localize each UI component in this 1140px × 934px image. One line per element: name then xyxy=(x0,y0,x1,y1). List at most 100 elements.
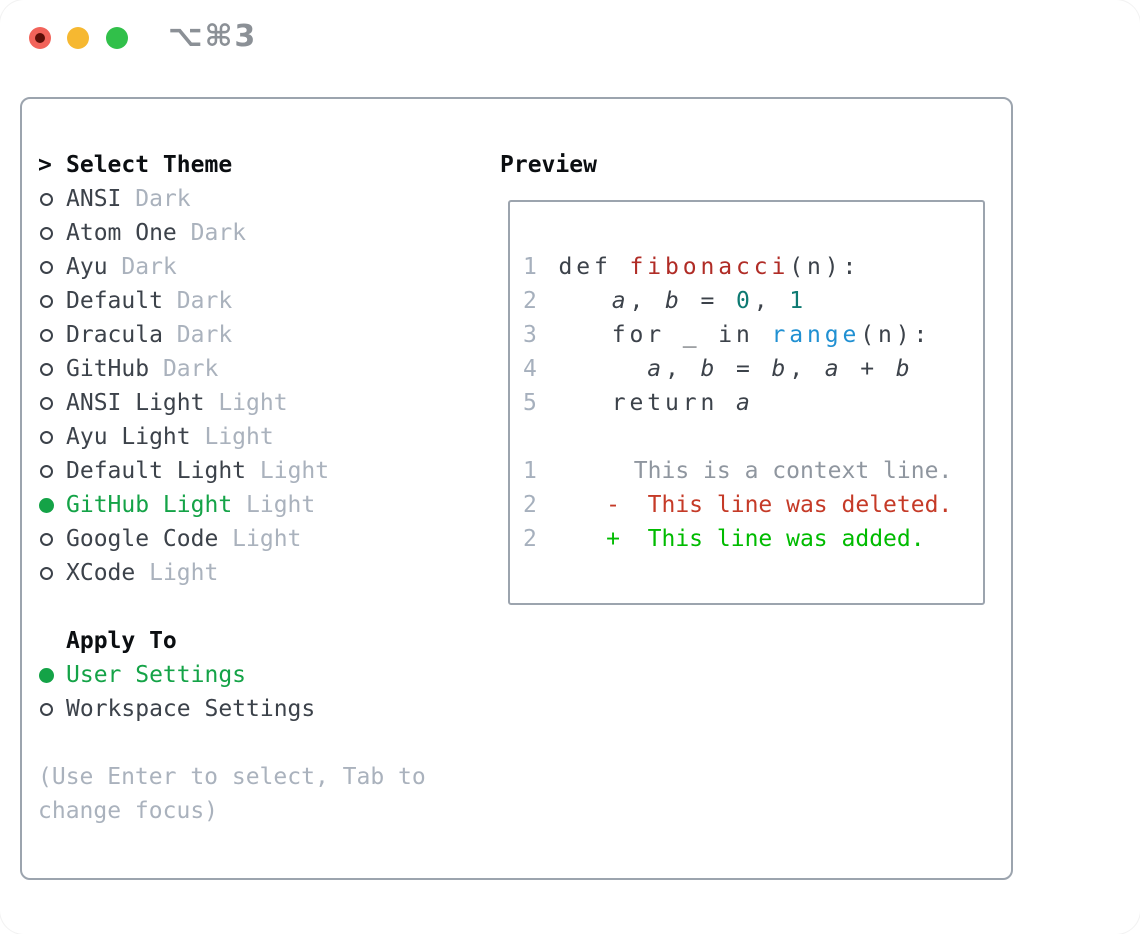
theme-option-xcode[interactable]: XCode Light xyxy=(38,556,426,590)
radio-icon xyxy=(38,464,66,478)
radio-selected-icon xyxy=(38,667,66,683)
diff-line-del: 2 - This line was deleted. xyxy=(523,488,983,522)
theme-name: Atom One xyxy=(66,220,191,246)
diff-text: - This line was deleted. xyxy=(536,492,953,518)
spacer xyxy=(38,726,426,760)
theme-option-ansi[interactable]: ANSI Dark xyxy=(38,182,426,216)
apply-to-title: Apply To xyxy=(66,628,177,654)
code-token: a xyxy=(824,356,843,382)
code-line-2: 2 a, b = 0, 1 xyxy=(523,284,983,318)
theme-name: XCode xyxy=(66,560,150,586)
select-theme-header: > Select Theme xyxy=(38,148,426,182)
theme-variant: Dark xyxy=(135,186,191,212)
theme-variant: Light xyxy=(232,526,302,552)
theme-name: Ayu xyxy=(66,254,122,280)
code-token: (n): xyxy=(789,254,861,280)
apply-option-workspace-settings[interactable]: Workspace Settings xyxy=(38,692,426,726)
theme-option-ayu-light[interactable]: Ayu Light Light xyxy=(38,420,426,454)
code-token: + xyxy=(842,356,896,382)
line-number: 2 xyxy=(523,288,541,314)
code-token: 0 xyxy=(736,288,754,314)
theme-option-github[interactable]: GitHub Dark xyxy=(38,352,426,386)
theme-variant: Light xyxy=(204,424,274,450)
code-token: = xyxy=(682,288,736,314)
theme-variant: Light xyxy=(246,492,316,518)
radio-icon xyxy=(38,260,66,274)
theme-name: ANSI Light xyxy=(66,390,219,416)
code-token: (n): xyxy=(860,322,932,348)
code-token: range xyxy=(771,322,861,348)
spacer xyxy=(523,420,983,454)
code-token: return xyxy=(540,390,736,416)
spacer xyxy=(38,590,426,624)
diff-line-add: 2 + This line was added. xyxy=(523,522,983,556)
code-token: 1 xyxy=(789,288,807,314)
code-token: , xyxy=(664,356,701,382)
radio-icon xyxy=(38,362,66,376)
theme-name: GitHub Light xyxy=(66,492,247,518)
theme-name: Ayu Light xyxy=(66,424,205,450)
diff-line-context: 1 This is a context line. xyxy=(523,454,983,488)
line-number: 3 xyxy=(523,322,541,348)
line-number: 4 xyxy=(523,356,541,382)
theme-variant: Dark xyxy=(121,254,177,280)
apply-option-user-settings[interactable]: User Settings xyxy=(38,658,426,692)
radio-icon xyxy=(38,226,66,240)
theme-name: Default xyxy=(66,288,177,314)
line-number: 5 xyxy=(523,390,541,416)
diff-sample: 1 This is a context line.2 - This line w… xyxy=(523,454,983,556)
apply-option-label: User Settings xyxy=(66,662,247,688)
line-number: 2 xyxy=(523,492,537,518)
zoom-button[interactable] xyxy=(106,27,128,49)
help-text-line-2: change focus) xyxy=(38,798,219,824)
diff-text: This is a context line. xyxy=(536,458,953,484)
radio-icon xyxy=(38,532,66,546)
theme-option-github-light[interactable]: GitHub Light Light xyxy=(38,488,426,522)
theme-variant: Light xyxy=(149,560,219,586)
theme-option-default[interactable]: Default Dark xyxy=(38,284,426,318)
diff-text: + This line was added. xyxy=(536,526,925,552)
line-number: 1 xyxy=(523,254,541,280)
code-token: a xyxy=(735,390,754,416)
theme-option-ansi-light[interactable]: ANSI Light Light xyxy=(38,386,426,420)
code-token: a xyxy=(611,288,630,314)
apply-to-header: Apply To xyxy=(38,624,426,658)
theme-name: Google Code xyxy=(66,526,233,552)
code-token: , xyxy=(753,288,790,314)
theme-variant: Light xyxy=(259,458,330,484)
line-number: 2 xyxy=(523,526,537,552)
theme-option-ayu[interactable]: Ayu Dark xyxy=(38,250,426,284)
theme-option-default-light[interactable]: Default Light Light xyxy=(38,454,426,488)
code-token: = xyxy=(718,356,772,382)
code-token xyxy=(541,288,612,314)
radio-icon xyxy=(38,430,66,444)
minimize-button[interactable] xyxy=(67,27,89,49)
theme-option-google-code[interactable]: Google Code Light xyxy=(38,522,426,556)
radio-icon xyxy=(38,566,66,580)
theme-option-atom-one[interactable]: Atom One Dark xyxy=(38,216,426,250)
radio-icon xyxy=(38,294,66,308)
code-line-1: 1 def fibonacci(n): xyxy=(523,250,983,284)
theme-variant: Dark xyxy=(162,356,219,382)
theme-name: GitHub xyxy=(66,356,163,382)
code-token: , xyxy=(789,356,825,382)
code-token xyxy=(541,356,647,382)
preview-title: Preview xyxy=(500,152,597,178)
code-token: a xyxy=(647,356,665,382)
help-text-line-1: (Use Enter to select, Tab to xyxy=(38,764,426,790)
code-token: , xyxy=(629,288,665,314)
code-token: b xyxy=(700,356,719,382)
code-token: for _ in xyxy=(540,322,772,348)
theme-name: ANSI xyxy=(66,186,136,212)
theme-option-dracula[interactable]: Dracula Dark xyxy=(38,318,426,352)
code-token: b xyxy=(895,356,914,382)
close-button[interactable] xyxy=(29,27,51,49)
apply-option-label: Workspace Settings xyxy=(66,696,316,722)
theme-variant: Dark xyxy=(190,220,247,246)
radio-icon xyxy=(38,192,66,206)
